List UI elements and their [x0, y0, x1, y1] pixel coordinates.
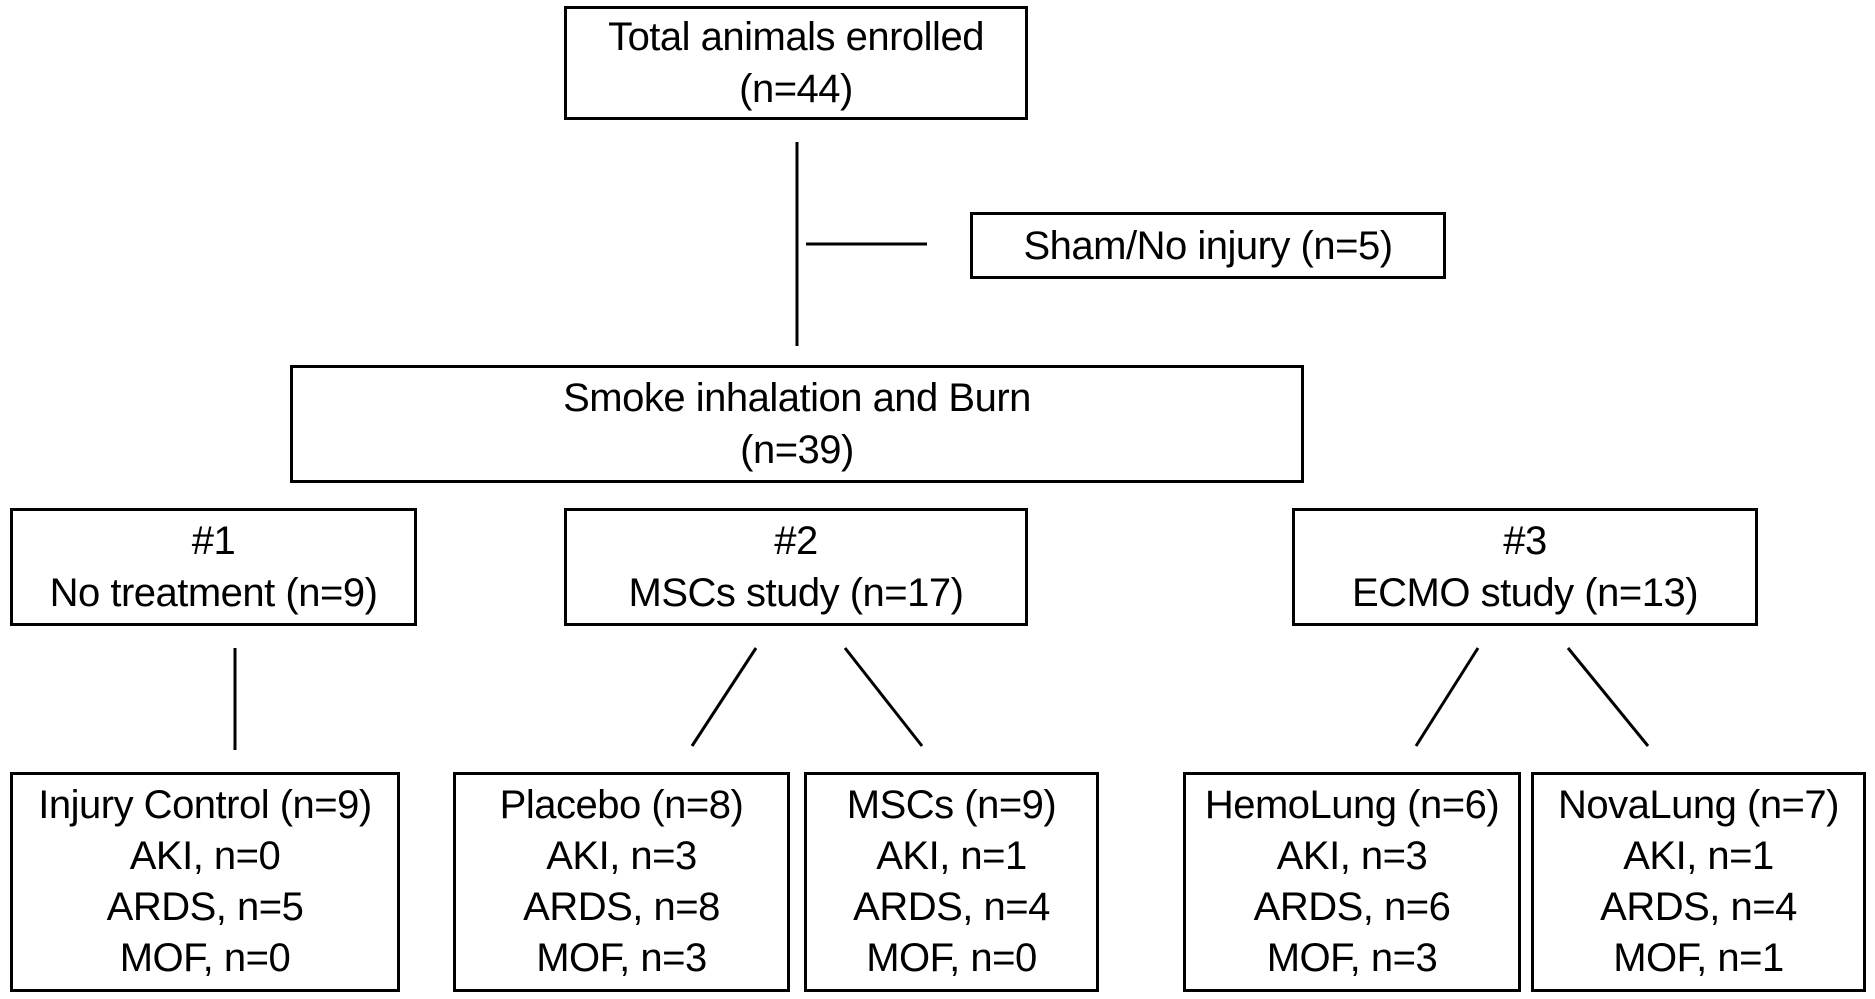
group-1-box: #1 No treatment (n=9) [10, 508, 417, 626]
subgroup-mof: MOF, n=0 [866, 936, 1037, 981]
subgroup-title: NovaLung (n=7) [1558, 782, 1839, 827]
subgroup-aki: AKI, n=1 [1623, 833, 1774, 878]
total-enrolled-title: Total animals enrolled [608, 15, 984, 59]
group-2-number: #2 [774, 519, 818, 563]
total-enrolled-count: (n=44) [739, 67, 853, 111]
subgroup-aki: AKI, n=0 [129, 833, 281, 878]
subgroup-ards: ARDS, n=8 [523, 885, 720, 929]
sham-box: Sham/No injury (n=5) [970, 212, 1446, 279]
group-2-box: #2 MSCs study (n=17) [564, 508, 1028, 626]
subgroup-novalung-box: NovaLung (n=7) AKI, n=1 ARDS, n=4 MOF, n… [1531, 772, 1866, 992]
group-3-number: #3 [1503, 519, 1547, 563]
sham-label: Sham/No injury (n=5) [1023, 223, 1393, 268]
subgroup-mof: MOF, n=1 [1613, 936, 1784, 981]
group-3-box: #3 ECMO study (n=13) [1292, 508, 1758, 626]
smoke-burn-count: (n=39) [740, 428, 854, 472]
smoke-burn-title: Smoke inhalation and Burn [563, 376, 1031, 420]
subgroup-mof: MOF, n=3 [1266, 936, 1438, 981]
subgroup-hemolung-box: HemoLung (n=6) AKI, n=3 ARDS, n=6 MOF, n… [1183, 772, 1521, 992]
subgroup-ards: ARDS, n=4 [1600, 885, 1797, 929]
total-enrolled-box: Total animals enrolled (n=44) [564, 6, 1028, 120]
subgroup-ards: ARDS, n=5 [106, 885, 304, 929]
group-1-number: #1 [191, 519, 236, 563]
subgroup-mscs-box: MSCs (n=9) AKI, n=1 ARDS, n=4 MOF, n=0 [804, 772, 1099, 992]
subgroup-mof: MOF, n=0 [119, 936, 291, 981]
connector-group3-to-hemolung [1414, 647, 1480, 747]
connector-group2-to-mscs [843, 647, 924, 747]
subgroup-title: Injury Control (n=9) [38, 782, 372, 827]
subgroup-aki: AKI, n=3 [1276, 833, 1428, 878]
subgroup-title: HemoLung (n=6) [1204, 782, 1500, 827]
subgroup-aki: AKI, n=1 [876, 833, 1027, 878]
subgroup-mof: MOF, n=3 [536, 936, 707, 981]
subgroup-aki: AKI, n=3 [546, 833, 697, 878]
connector-group3-to-novalung [1566, 647, 1650, 747]
subgroup-ards: ARDS, n=4 [853, 885, 1050, 929]
smoke-burn-box: Smoke inhalation and Burn (n=39) [290, 365, 1304, 483]
group-3-label: ECMO study (n=13) [1351, 571, 1699, 615]
subgroup-ards: ARDS, n=6 [1253, 885, 1451, 929]
group-1-label: No treatment (n=9) [49, 571, 378, 615]
subgroup-title: MSCs (n=9) [846, 782, 1057, 827]
connector-group2-to-placebo [690, 647, 758, 747]
subgroup-title: Placebo (n=8) [499, 782, 744, 827]
group-2-label: MSCs study (n=17) [628, 571, 964, 615]
subgroup-placebo-box: Placebo (n=8) AKI, n=3 ARDS, n=8 MOF, n=… [453, 772, 790, 992]
subgroup-injury-control-box: Injury Control (n=9) AKI, n=0 ARDS, n=5 … [10, 772, 400, 992]
